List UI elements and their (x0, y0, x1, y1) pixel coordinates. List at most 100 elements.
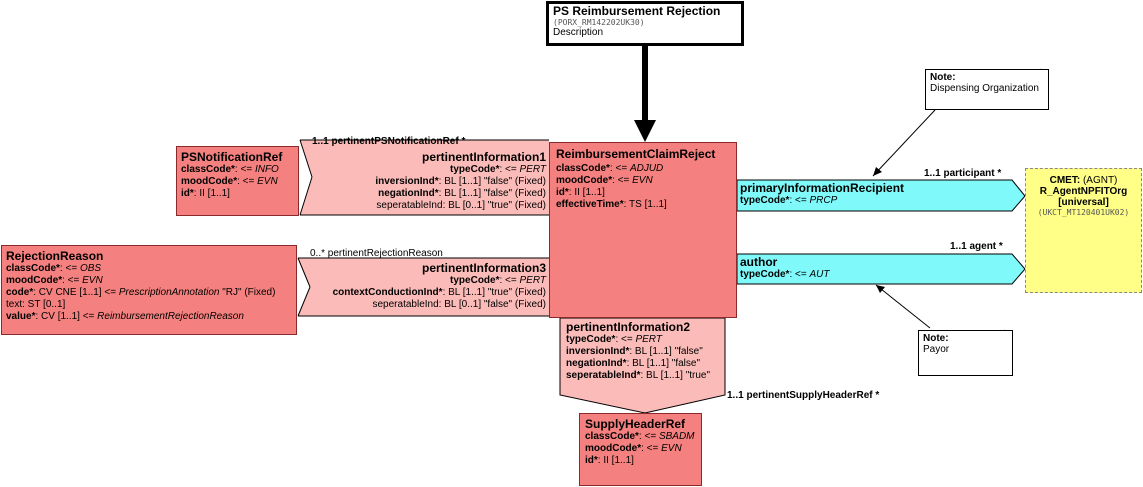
header-title: PS Reimbursement Rejection (553, 4, 721, 18)
pertinent-information1-assoc-label: 1..1 pertinentPSNotificationRef * (312, 136, 466, 147)
note-dispensing-arrowhead (873, 167, 882, 176)
primary-information-recipient-shape (736, 179, 1026, 212)
attribute-name: code* (6, 287, 34, 298)
cmet-name: R_AgentNPFITOrg (1039, 186, 1128, 197)
attribute-type: : BL [0..1] "false" (Fixed) (438, 299, 546, 310)
author-typecode-value: AUT (809, 269, 830, 280)
pertinent-information1-text: pertinentInformation1 typeCode*: <= PERT… (320, 150, 546, 212)
attribute-row: classCode*: <= SBADM (585, 431, 696, 443)
attribute-type: : ST [0..1] (22, 299, 66, 310)
author-typecode-name: typeCode* (740, 269, 790, 280)
pertinent-information2-text: pertinentInformation2 typeCode*: <= PERT… (566, 320, 724, 382)
entry-arrow-head (634, 120, 656, 142)
pertinent-information2-shape (559, 317, 726, 414)
attribute-type: : BL [1..1] "false" (626, 358, 700, 369)
attribute-row: classCode*: <= OBS (6, 263, 292, 275)
attribute-row: seperatableInd*: BL [1..1] "true" (566, 370, 724, 382)
note-dispensing-label: Note: (930, 72, 956, 83)
attribute-name: negationInd* (378, 188, 439, 199)
attribute-type: : II [1..1] (568, 187, 605, 198)
pir-typecode-rest: : <= (789, 195, 810, 206)
attribute-name: seperatableInd (372, 299, 439, 310)
attribute-type: : BL [1..1] "false" (Fixed) (438, 188, 546, 199)
cmet-code: (AGNT) (1080, 175, 1118, 186)
attribute-row: id*: II [1..1] (181, 188, 294, 200)
supply-header-ref-title: SupplyHeaderRef (585, 417, 686, 431)
attribute-row: inversionInd*: BL [1..1] "false" (566, 346, 724, 358)
attribute-type: : <= (499, 164, 520, 175)
attribute-type: : BL [1..1] "false" (629, 346, 703, 357)
attribute-name: classCode* (181, 164, 235, 175)
attribute-type: : <= (499, 275, 520, 286)
attribute-name: classCode* (6, 263, 60, 274)
attribute-type: : BL [1..1] "true" (Fixed) (442, 287, 546, 298)
attribute-row: id*: II [1..1] (556, 187, 730, 199)
header-box: PS Reimbursement Rejection (PORX_RM14220… (546, 1, 744, 46)
attribute-type: : <= (615, 334, 636, 345)
cmet-agent-npfit-org-box: CMET: (AGNT) R_AgentNPFITOrg [universal]… (1025, 168, 1142, 293)
attribute-value: ADJUD (629, 163, 664, 174)
attribute-name: inversionInd* (566, 346, 630, 357)
note-payor-text: Payor (923, 344, 950, 355)
note-payor: Note: Payor (918, 330, 1013, 376)
note-dispensing-connector (872, 109, 936, 177)
attribute-name: id* (181, 188, 194, 199)
pertinent-information3-shape (298, 258, 549, 316)
attribute-value: INFO (254, 164, 279, 175)
attribute-row: moodCode*: <= EVN (556, 175, 730, 187)
author-shape (736, 253, 1026, 285)
attribute-name: classCode* (556, 163, 610, 174)
attribute-value: PERT (519, 275, 547, 286)
attribute-row: typeCode*: <= PERT (566, 334, 724, 346)
attribute-name: contextConductionInd* (332, 287, 443, 298)
attribute-tail: "RJ" (Fixed) (219, 287, 276, 298)
cmet-flavor: [universal] (1058, 197, 1109, 208)
attribute-type: : BL [1..1] "false" (Fixed) (438, 176, 546, 187)
attribute-name: id* (556, 187, 569, 198)
ps-notification-ref-title: PSNotificationRef (181, 150, 283, 164)
attribute-row: seperatableInd: BL [0..1] "false" (Fixed… (310, 299, 547, 311)
pertinent-information3-assoc-label: 0..* pertinentRejectionReason (310, 248, 443, 259)
attribute-value: PERT (635, 334, 662, 345)
pir-typecode-value: PRCP (809, 195, 838, 206)
header-description: Description (553, 27, 604, 38)
attribute-row: code*: CV CNE [1..1] <= PrescriptionAnno… (6, 287, 292, 299)
attribute-name: value* (6, 311, 36, 322)
attribute-row: negationInd*: BL [1..1] "false" (566, 358, 724, 370)
pertinent-information3-text: pertinentInformation3 typeCode*: <= PERT… (310, 261, 546, 311)
attribute-name: typeCode* (566, 334, 616, 345)
attribute-type: : <= (641, 443, 662, 454)
attribute-type: : <= (237, 176, 258, 187)
attribute-type: : II [1..1] (193, 188, 230, 199)
attribute-type: : <= (612, 175, 633, 186)
attribute-value: EVN (82, 275, 103, 286)
attribute-row: negationInd*: BL [1..1] "false" (Fixed) (320, 188, 546, 200)
reimbursement-claim-reject-box: ReimbursementClaimReject classCode*: <= … (549, 142, 737, 318)
attribute-name: inversionInd* (375, 176, 439, 187)
attribute-value: SBADM (658, 431, 695, 442)
attribute-type: : CV CNE [1..1] <= (33, 287, 119, 298)
attribute-row: id*: II [1..1] (585, 455, 696, 467)
pir-typecode-name: typeCode* (740, 195, 790, 206)
attribute-type: : II [1..1] (597, 455, 634, 466)
attribute-type: : <= (609, 163, 630, 174)
attribute-value: EVN (257, 176, 278, 187)
attribute-row: typeCode*: <= PERT (320, 164, 546, 176)
pertinent-information1-shape (300, 140, 549, 215)
note-dispensing-text: Dispensing Organization (930, 83, 1039, 94)
attribute-name: moodCode* (585, 443, 642, 454)
attribute-name: classCode* (585, 431, 639, 442)
primary-information-recipient-text: primaryInformationRecipient typeCode*: <… (740, 181, 904, 207)
attribute-name: typeCode* (450, 164, 500, 175)
attribute-row: value*: CV [1..1] <= ReimbursementReject… (6, 311, 292, 323)
attribute-row: classCode*: <= ADJUD (556, 163, 730, 175)
note-payor-connector (875, 284, 931, 329)
attribute-row: moodCode*: <= EVN (6, 275, 292, 287)
attribute-row: text: ST [0..1] (6, 299, 292, 311)
